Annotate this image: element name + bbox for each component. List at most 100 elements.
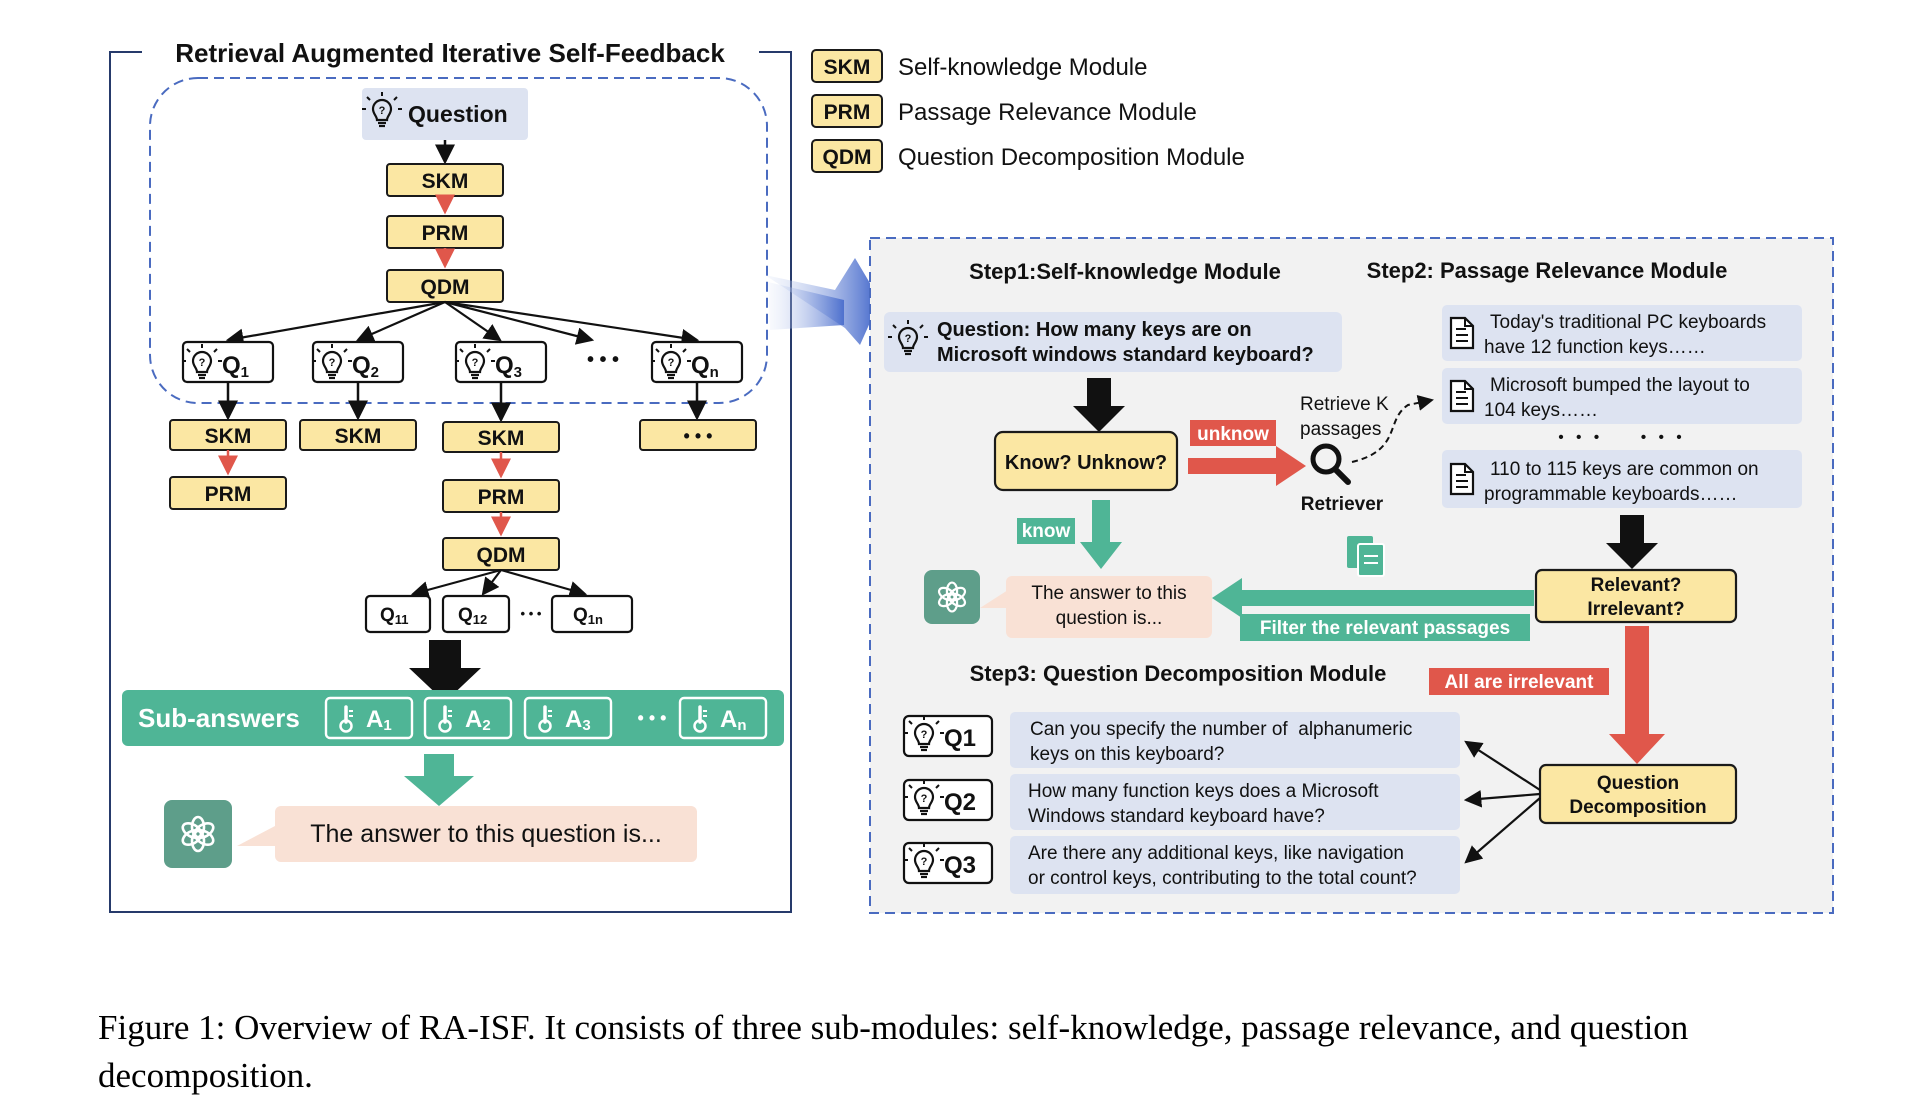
know-unknow-label: Know? Unknow?	[1005, 452, 1167, 474]
passage-2-line2: 104 keys……	[1484, 400, 1598, 421]
step2-title: Step2: Passage Relevance Module	[1367, 258, 1728, 283]
subsubq-q11: Q11	[364, 594, 432, 634]
question-line2: Microsoft windows standard keyboard?	[937, 344, 1314, 366]
subsubq-q1n-base: Q	[573, 605, 588, 626]
subq-qn-sub: n	[710, 364, 719, 381]
prm-box-q1	[169, 476, 287, 510]
answer-dots: • • •	[638, 708, 667, 728]
irrelevant-tag	[1429, 668, 1609, 695]
sub-question-2-line2: Windows standard keyboard have?	[1028, 806, 1325, 827]
subsubq-dots: • • •	[521, 606, 542, 621]
sub-question-2: Q2 How many function keys does a Microso…	[902, 774, 1460, 830]
sub-answers-label: Sub-answers	[138, 703, 300, 733]
svg-text:A3: A3	[565, 706, 591, 734]
svg-text:Q1: Q1	[222, 352, 249, 381]
sub-question-3-line1: Are there any additional keys, like navi…	[1028, 843, 1404, 864]
retrieve-line1: Retrieve K	[1300, 394, 1389, 415]
retrieve-dashed-arrow	[1351, 395, 1434, 463]
sub-answers-bar	[122, 690, 784, 746]
subq-q3: Q3	[453, 340, 548, 384]
left-panel-title: Retrieval Augmented Iterative Self-Feedb…	[175, 38, 725, 68]
down-arrow-to-know	[1073, 378, 1125, 432]
answer-an: An	[678, 696, 768, 740]
svg-text:A2: A2	[465, 706, 491, 734]
relevant-line1: Relevant?	[1591, 575, 1682, 596]
answer-bubble-right	[1006, 576, 1212, 638]
irrelevant-tag-label: All are irrelevant	[1445, 672, 1595, 693]
question-line1: Question: How many keys are on	[937, 319, 1252, 341]
sub-question-3: Q3 Are there any additional keys, like n…	[902, 836, 1460, 894]
unknow-tag-label: unknow	[1197, 424, 1269, 445]
prm-label: PRM	[422, 222, 469, 245]
sub-question-1-tag: Q1	[944, 725, 976, 752]
sub-question-3-line2: or control keys, contributing to the tot…	[1028, 868, 1417, 889]
subq-q2-sub: 2	[371, 364, 379, 381]
prm-label-q1: PRM	[205, 483, 252, 506]
skm-label-q2: SKM	[335, 425, 382, 448]
subq-qn-base: Q	[691, 352, 710, 379]
answer-a1-base: A	[366, 706, 383, 733]
sub-question-2-tag: Q2	[944, 789, 976, 816]
sub-question-1-line2: keys on this keyboard?	[1030, 744, 1224, 765]
unknow-arrow	[1188, 446, 1306, 486]
passage-3-line1: 110 to 115 keys are common on	[1490, 459, 1759, 480]
documents-icon	[1347, 536, 1385, 577]
subsubq-q11-sub: 11	[395, 612, 409, 627]
know-unknow-box	[993, 430, 1179, 492]
top-dashed-region	[149, 77, 768, 404]
svg-text:A1: A1	[366, 706, 392, 734]
svg-text:Q12: Q12	[458, 605, 487, 627]
subq-qn: Qn	[649, 340, 744, 384]
subq-q1: Q1	[180, 340, 275, 384]
right-panel: Step1:Self-knowledge Module Step2: Passa…	[869, 237, 1834, 914]
filter-arrow	[1212, 578, 1534, 618]
answer-a1: A1	[324, 696, 414, 740]
legend-skm-abbr: SKM	[824, 56, 871, 79]
subsubq-q1n: Q1n	[550, 594, 634, 634]
ellipsis-label-qn: • • •	[684, 426, 713, 446]
question-box	[362, 88, 528, 140]
magnifier-icon	[1310, 443, 1351, 485]
skm-label: SKM	[422, 170, 469, 193]
svg-text:Q2: Q2	[352, 352, 379, 381]
passage-dots: • • • • • •	[1558, 429, 1681, 446]
step1-title: Step1:Self-knowledge Module	[969, 259, 1281, 284]
sub-question-2-line1: How many function keys does a Microsoft	[1028, 781, 1379, 802]
down-arrow-to-relevant	[1606, 515, 1658, 569]
left-panel: Retrieval Augmented Iterative Self-Feedb…	[109, 38, 792, 913]
subsubq-q12-sub: 12	[473, 612, 487, 627]
chatgpt-logo-box-left	[164, 800, 232, 868]
passage-3-line2: programmable keyboards……	[1484, 484, 1737, 505]
svg-text:Q11: Q11	[380, 605, 409, 627]
prm-label-q3: PRM	[478, 486, 525, 509]
svg-text:Qn: Qn	[691, 352, 719, 381]
figure-caption: Figure 1: Overview of RA-ISF. It consist…	[98, 1008, 1689, 1095]
legend-qdm-box	[811, 139, 883, 173]
answer-a2-sub: 2	[482, 717, 490, 734]
answer-a1-sub: 1	[383, 717, 391, 734]
retriever-label: Retriever	[1301, 494, 1384, 515]
passage-2-line1: Microsoft bumped the layout to	[1490, 375, 1750, 396]
svg-text:Q3: Q3	[495, 352, 522, 381]
sub-question-1-line1: Can you specify the number of alphanumer…	[1030, 719, 1412, 740]
answer-an-base: A	[720, 706, 737, 733]
know-tag-label: know	[1022, 521, 1071, 542]
ellipsis-box-qn	[639, 419, 757, 451]
subsubq-q1n-sub: 1n	[588, 612, 603, 627]
qdm-label: QDM	[421, 276, 470, 299]
legend-prm-abbr: PRM	[824, 101, 871, 124]
decomposition-line1: Question	[1597, 773, 1679, 794]
legend-skm-box	[811, 49, 883, 83]
retrieve-line2: passages	[1300, 419, 1381, 440]
know-tag	[1017, 518, 1075, 544]
legend-qdm-label: Question Decomposition Module	[898, 144, 1245, 171]
step3-title: Step3: Question Decomposition Module	[970, 661, 1387, 686]
answer-right-line1: The answer to this	[1031, 583, 1186, 604]
down-arrow-to-subanswers	[409, 640, 481, 702]
chatgpt-logo-box-right	[924, 570, 980, 624]
relevant-line2: Irrelevant?	[1587, 599, 1684, 620]
subq-q2: Q2	[310, 340, 405, 384]
legend: SKM Self-knowledge Module PRM Passage Re…	[811, 49, 1245, 173]
answer-a2: A2	[423, 696, 513, 740]
